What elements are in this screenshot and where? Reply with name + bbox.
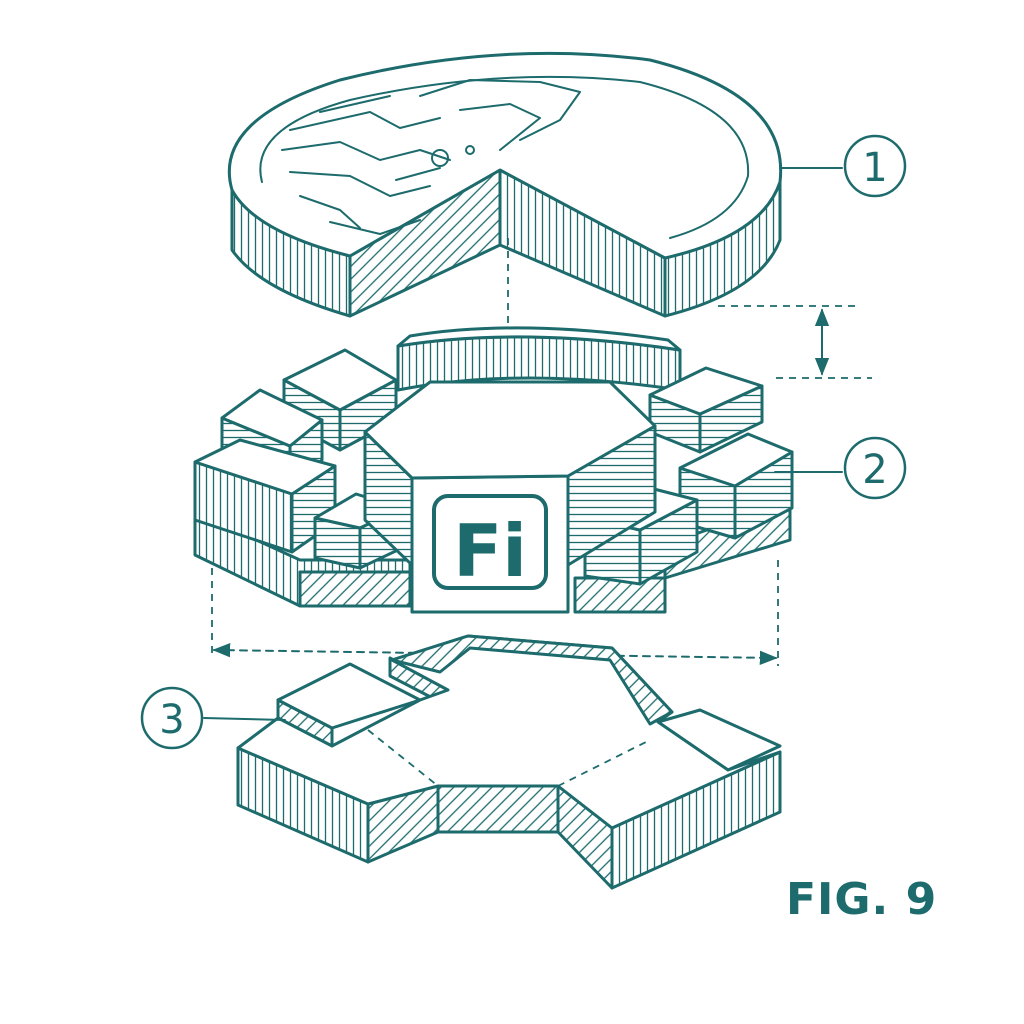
callout-3-circle bbox=[140, 686, 204, 750]
width-dimension-arrow bbox=[212, 643, 778, 665]
callout-3: 3 bbox=[140, 686, 204, 750]
top-cover-disc bbox=[227, 51, 783, 318]
back-arc-top bbox=[396, 326, 682, 352]
fi-logo-frame bbox=[432, 494, 548, 590]
ring-base-front-left bbox=[298, 570, 412, 608]
base-raised-surface bbox=[390, 634, 674, 726]
hub-top-face bbox=[363, 380, 657, 480]
callout-2-number: 2 bbox=[862, 447, 887, 493]
middle-module-layer: Fi bbox=[193, 326, 794, 614]
callout-1-circle bbox=[843, 134, 907, 198]
fi-logo-text: Fi bbox=[453, 509, 527, 593]
callout-2: 2 bbox=[843, 436, 907, 500]
block-bl2-top bbox=[220, 388, 324, 448]
callout-1: 1 bbox=[843, 134, 907, 198]
callout-3-number: 3 bbox=[159, 697, 184, 743]
callout-2-circle bbox=[843, 436, 907, 500]
base-seam-left bbox=[367, 729, 439, 787]
callout-1-number: 1 bbox=[862, 145, 887, 191]
fi-logo: Fi bbox=[432, 494, 548, 593]
base-plate bbox=[236, 634, 782, 890]
width-dimension bbox=[211, 560, 779, 666]
disc-inner-groove bbox=[259, 75, 750, 239]
disc-top-face bbox=[227, 51, 783, 260]
block-bl1-top bbox=[282, 348, 398, 412]
callout-3-leader bbox=[203, 717, 286, 721]
gap-dimension bbox=[718, 305, 872, 379]
base-front-center-wall bbox=[436, 784, 560, 834]
block-left-top bbox=[193, 438, 337, 496]
block-right-top bbox=[678, 432, 794, 488]
ring-base-front-right bbox=[573, 576, 667, 614]
block-br1-top bbox=[648, 366, 764, 416]
figure-label: FIG. 9 bbox=[786, 874, 938, 925]
circuit-traces bbox=[281, 79, 581, 235]
base-seam-right bbox=[557, 739, 651, 787]
